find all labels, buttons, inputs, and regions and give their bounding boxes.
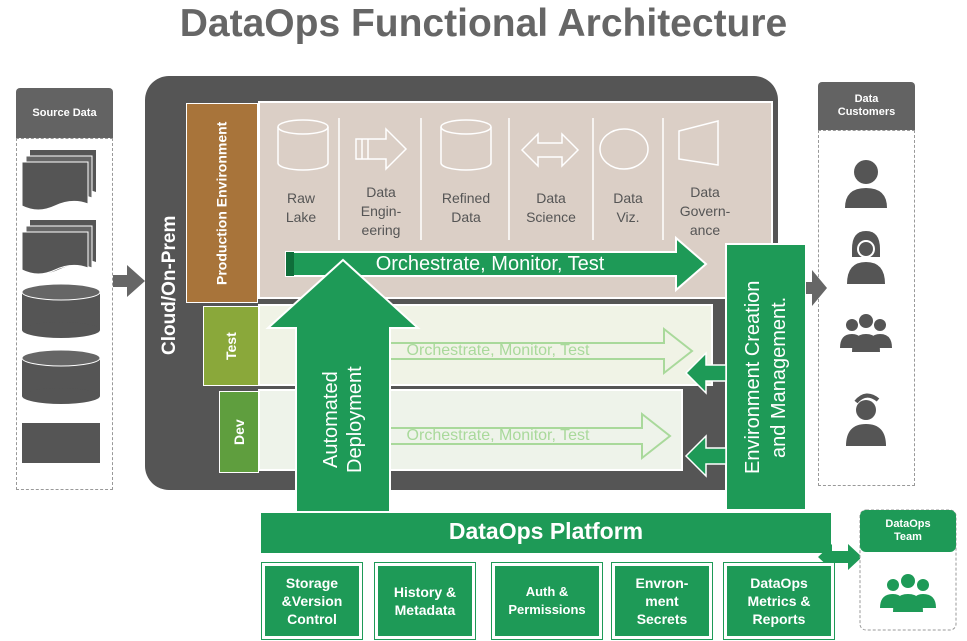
- orchestrate-test-label: Orchestrate, Monitor, Test: [406, 342, 590, 359]
- source-data-heading: Source Data: [16, 88, 113, 138]
- man-icon: [846, 393, 886, 446]
- source-icons: [21, 150, 101, 463]
- arrow-icon: [355, 127, 408, 171]
- dev-environment-label: Dev: [219, 391, 259, 473]
- platform-box-metrics-reports: DataOps Metrics & Reports: [723, 562, 835, 640]
- stage-label-data-science: Data Science: [526, 190, 576, 225]
- orchestrate-dev-label: Orchestrate, Monitor, Test: [406, 427, 590, 444]
- ellipse-icon: [599, 128, 649, 170]
- stage-label-data-viz: Data Viz.: [613, 190, 643, 225]
- stage-label-data-engineering: Data Engin- eering: [360, 184, 402, 238]
- cloud-label: Cloud/On-Prem: [159, 215, 180, 355]
- woman-icon: [847, 231, 885, 284]
- orchestrate-production-label: Orchestrate, Monitor, Test: [375, 253, 605, 275]
- person-icon: [845, 160, 887, 208]
- double-arrow-icon: [520, 132, 580, 168]
- data-customers-heading: Data Customers: [818, 82, 915, 130]
- cylinder-icon: [440, 119, 492, 171]
- database-icon: [21, 283, 101, 338]
- platform-box-environment-secrets: Envron- ment Secrets: [611, 562, 713, 640]
- table-block-icon: [22, 423, 100, 463]
- platform-box-history-metadata: History & Metadata: [374, 562, 476, 640]
- dataops-team-box: [859, 509, 957, 631]
- orchestrate-test-arrow: [367, 326, 694, 376]
- diagram-title: DataOps Functional Architecture: [179, 2, 788, 45]
- stage-icons: [277, 119, 719, 171]
- group-icon: [840, 314, 892, 352]
- orchestrate-dev-arrow: [367, 411, 672, 461]
- document-stack-icon: [21, 150, 96, 211]
- cylinder-icon: [277, 119, 329, 171]
- test-environment-label: Test: [203, 306, 259, 386]
- platform-bar: [259, 511, 833, 555]
- stage-label-refined-data: Refined Data: [441, 190, 491, 225]
- customer-icons: [840, 160, 892, 446]
- production-environment-label: Production Environment: [186, 103, 258, 303]
- platform-box-storage-version-control: Storage &Version Control: [261, 562, 363, 640]
- platform-label: DataOps Platform: [448, 518, 644, 544]
- trapezoid-icon: [678, 120, 719, 166]
- database-icon: [21, 349, 101, 404]
- arrow-source-to-cloud: [113, 265, 145, 297]
- stage-label-data-governance: Data Govern- ance: [679, 184, 731, 238]
- stage-dividers: [338, 118, 664, 240]
- automated-deployment-label: Automated Deployment: [320, 366, 366, 474]
- arrow-cloud-to-customers: [806, 270, 827, 306]
- dataops-team-heading: DataOps Team: [885, 518, 931, 543]
- environment-management-label: Environment Creation and Management.: [742, 280, 790, 474]
- team-icon: [880, 574, 936, 612]
- document-stack-icon: [21, 220, 96, 275]
- stage-label-raw-lake: Raw Lake: [285, 190, 317, 225]
- environment-management-bar: [684, 243, 807, 523]
- platform-box-auth-permissions: Auth & Permissions: [491, 562, 603, 640]
